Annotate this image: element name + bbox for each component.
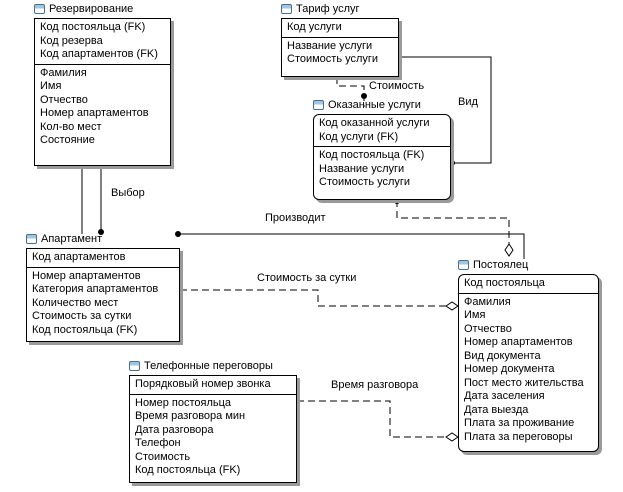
rel-label-cost: Стоимость	[369, 80, 425, 92]
call-duration-diamond	[445, 432, 459, 442]
key-section: Код апартаментов	[27, 249, 179, 267]
entity-title-apartment: Апартамент	[26, 232, 102, 245]
rel-label-call-duration: Время разговора	[331, 379, 419, 391]
rel-label-cost-per-day: Стоимость за сутки	[257, 272, 357, 284]
key-attribute: Код резерва	[40, 34, 103, 47]
attribute: Стоимость	[135, 450, 191, 463]
attribute: Стоимость за сутки	[32, 310, 132, 322]
attribute: Код постояльца (FK)	[135, 464, 241, 476]
table-icon	[313, 99, 324, 110]
key-attribute: Код оказанной услуги	[319, 117, 430, 129]
guest-services-diamond	[504, 243, 514, 257]
attribute: Отчество	[40, 93, 88, 106]
attribute: Дата заселения	[464, 390, 545, 402]
key-section: Код услуги	[282, 19, 398, 37]
attribute: Пост место жительства	[464, 376, 584, 389]
entity-title-phone-calls: Телефонные переговоры	[129, 359, 273, 372]
entity-title-text: Оказанные услуги	[328, 98, 421, 111]
attribute: Номер постояльца	[135, 396, 232, 409]
rel-guest-services-line	[396, 200, 510, 246]
table-icon	[26, 233, 37, 244]
key-attribute: Код апартаментов (FK)	[40, 48, 158, 60]
key-attribute: Код апартаментов	[32, 251, 126, 263]
attribute: Стоимость услуги	[319, 176, 411, 188]
rel-produces-line	[178, 233, 525, 259]
table-icon	[281, 3, 292, 14]
key-section: Порядковый номер звонка	[130, 376, 296, 394]
attribute: Номер документа	[464, 363, 555, 375]
attribute: Номер апартаментов	[40, 107, 149, 119]
attribute: Фамилия	[464, 295, 511, 308]
entity-title-provided-services: Оказанные услуги	[313, 98, 421, 111]
entity-title-text: Резервирование	[49, 2, 134, 15]
rel-label-produces: Производит	[265, 212, 326, 224]
attribute: Стоимость услуги	[287, 53, 379, 65]
table-icon	[458, 259, 469, 270]
attribute: Количество мест	[32, 296, 119, 309]
entity-title-text: Постоялец	[473, 258, 529, 271]
rel-type-line	[399, 56, 492, 164]
rel-label-type: Вид	[458, 96, 478, 108]
attribute: Имя	[464, 309, 486, 321]
table-icon	[34, 3, 45, 14]
rel-cost-per-day-line	[180, 289, 452, 307]
cost-per-day-diamond	[445, 301, 459, 311]
key-attribute: Порядковый номер звонка	[135, 378, 271, 390]
key-attribute: Код услуги	[287, 21, 342, 33]
attribute: Имя	[40, 80, 62, 92]
rel-call-duration-line	[297, 400, 452, 438]
entity-title-guest: Постоялец	[458, 258, 528, 271]
attribute: Номер апартаментов	[32, 269, 141, 282]
attribute: Вид документа	[464, 349, 541, 362]
rel-label-choice: Выбор	[111, 187, 145, 199]
entity-phone-calls[interactable]: Порядковый номер звонка Номер постояльца…	[129, 375, 297, 483]
table-icon	[129, 360, 140, 371]
produces-dot	[175, 231, 181, 237]
attribute: Плата за переговоры	[464, 430, 573, 443]
attribute: Отчество	[464, 322, 512, 335]
attribute: Дата разговора	[135, 423, 214, 436]
attribute: Номер апартаментов	[464, 336, 573, 348]
entity-title-reservation: Резервирование	[34, 2, 133, 15]
key-attribute: Код постояльца (FK)	[40, 21, 146, 33]
entity-title-text: Апартамент	[41, 232, 103, 245]
entity-title-text: Телефонные переговоры	[144, 359, 273, 372]
key-section: Код постояльца	[459, 275, 598, 293]
entity-title-service-tariff: Тариф услуг	[281, 2, 360, 15]
attribute: Кол-во мест	[40, 120, 102, 133]
attribute: Название услуги	[319, 162, 405, 175]
attribute: Время разговора мин	[135, 410, 246, 422]
attribute: Категория апартаментов	[32, 283, 159, 295]
cost-dot	[361, 93, 367, 99]
attribute: Название услуги	[287, 39, 373, 52]
choice-dot-2	[98, 229, 104, 235]
key-attribute: Код услуги (FK)	[319, 130, 399, 143]
attribute: Фамилия	[40, 66, 87, 79]
entity-title-text: Тариф услуг	[296, 2, 360, 15]
attribute: Состояние	[40, 134, 95, 146]
attribute: Телефон	[135, 437, 181, 449]
attribute: Дата выезда	[464, 403, 529, 416]
attribute: Код постояльца (FK)	[32, 323, 138, 336]
key-attribute: Код постояльца	[464, 277, 545, 289]
attribute: Плата за проживание	[464, 417, 575, 429]
attribute: Код постояльца (FK)	[319, 149, 425, 161]
